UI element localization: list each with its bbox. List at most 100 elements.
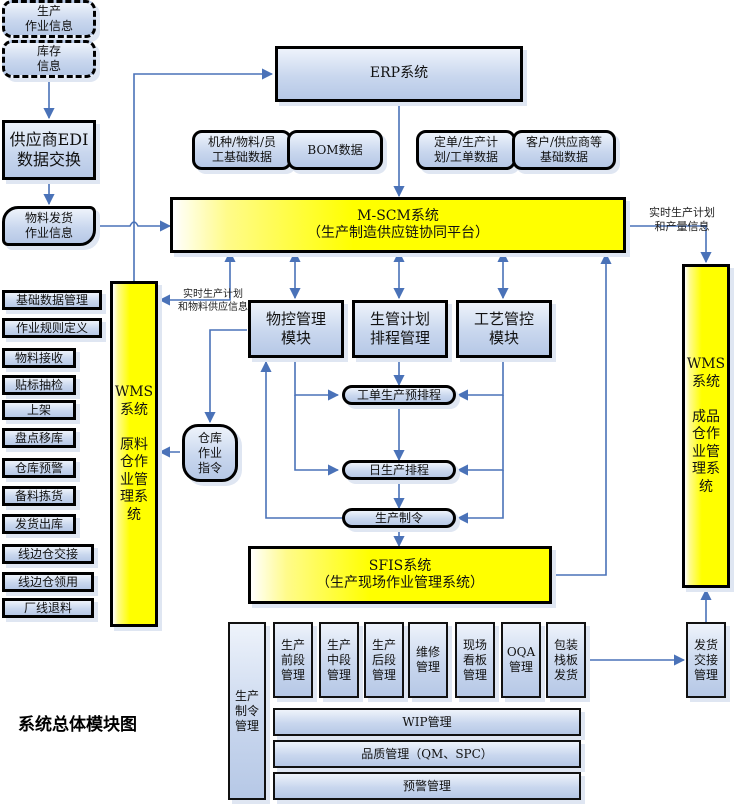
sfis-module-kanban: 现场 看板 管理: [455, 622, 495, 698]
sfis-module-label: 维修 管理: [415, 645, 440, 674]
sfis-name: SFIS系统: [368, 557, 432, 574]
erp-data-tape: 定单/生产计 划/工单数据: [416, 130, 516, 170]
sfis-module-label: 现场 看板 管理: [462, 637, 487, 682]
arrow-sfis-to-mscm: [552, 252, 612, 576]
erp-node: ERP系统: [275, 46, 523, 102]
shipping-handover-label: 发货 交接 管理: [693, 637, 718, 682]
right-note: 实时生产计划 和产量信息: [649, 206, 715, 234]
wms-raw-material-node: WMS 系统 原料 仓作 业管 理系 统: [110, 281, 158, 627]
wms-function-item: 上架: [2, 400, 76, 420]
erp-data-tape-label: BOM数据: [307, 142, 363, 157]
diagram-title: 系统总体模块图: [18, 715, 137, 735]
alert-management-row: 预警管理: [273, 772, 581, 800]
wms-function-item: 线边仓领用: [2, 572, 94, 592]
wms-finished-goods-node: WMS 系统 成品 仓作 业管 理系 统: [682, 264, 730, 588]
wms-function-label: 备料拣货: [14, 488, 63, 503]
left-note: 实时生产计划 和物料供应信息: [178, 289, 248, 313]
wms-function-label: 上架: [26, 402, 51, 417]
step-label: 工单生产预排程: [356, 387, 441, 402]
wms-function-label: 贴标抽检: [14, 377, 63, 392]
erp-data-tape-label: 定单/生产计 划/工单数据: [433, 135, 499, 164]
material-delivery-label: 物料发货 作业信息: [24, 211, 73, 240]
wms-function-label: 物料接收: [14, 350, 63, 365]
production-order-step: 生产制令: [342, 508, 456, 528]
wip-management-row: WIP管理: [273, 708, 581, 736]
erp-data-tape: 机种/物料/员 工基础数据: [192, 130, 292, 170]
arrow-craft-to-preschedule: [456, 358, 504, 401]
arrow-craft-to-daily: [456, 395, 504, 476]
mscm-name: M-SCM系统: [357, 207, 439, 224]
erp-data-tape-label: 机种/物料/员 工基础数据: [207, 135, 277, 164]
arrow-wuk-to-instruction: [204, 329, 247, 424]
arrow-wuk-to-daily: [294, 395, 340, 476]
sfis-module-mid-stage: 生产 中段 管理: [319, 622, 359, 698]
sfis-module-front-stage: 生产 前段 管理: [273, 622, 313, 698]
wms-function-label: 盘点移库: [14, 430, 63, 445]
wms-finished-label: WMS 系统 成品 仓作 业管 理系 统: [686, 356, 726, 495]
arrow-craft-to-order: [456, 470, 504, 524]
sfis-module-repair: 维修 管理: [408, 622, 448, 698]
wms-function-item: 基础数据管理: [2, 290, 102, 310]
sfis-module-label: 包装 栈板 发货: [553, 637, 578, 682]
row-label: 预警管理: [402, 778, 451, 793]
sfis-module-label: OQA 管理: [506, 645, 536, 674]
wms-function-item: 贴标抽检: [2, 375, 76, 395]
sfis-module-label: 生产 中段 管理: [326, 637, 351, 682]
production-planning-module: 生管计划 排程管理: [352, 300, 448, 358]
wms-raw-label: WMS 系统 原料 仓作 业管 理系 统: [114, 384, 154, 523]
arrow-order-to-wuk: [260, 360, 342, 519]
wms-function-label: 线边仓交接: [17, 546, 78, 561]
shipping-handover-module: 发货 交接 管理: [686, 622, 726, 698]
step-label: 生产制令: [374, 510, 423, 525]
wms-function-label: 作业规则定义: [15, 320, 88, 335]
warehouse-instruction-node: 仓库 作业 指令: [182, 424, 238, 482]
sfis-module-label: 生产 后段 管理: [371, 637, 396, 682]
order-management-module: 生产 制令 管理: [228, 622, 266, 800]
module-label: 物控管理 模块: [265, 310, 326, 347]
wms-function-label: 基础数据管理: [15, 292, 88, 307]
wms-function-item: 线边仓交接: [2, 544, 94, 564]
arrow-delivery-to-mscm: [96, 220, 172, 232]
wms-function-item: 盘点移库: [2, 428, 76, 448]
production-info-node: 生产 作业信息: [2, 0, 96, 38]
production-info-label: 生产 作业信息: [24, 4, 73, 33]
supplier-edi-label: 供应商EDI 数据交换: [9, 130, 89, 169]
wms-function-label: 发货出库: [14, 516, 63, 531]
sfis-module-oqa: OQA 管理: [501, 622, 541, 698]
arrow-wuk-to-preschedule: [294, 358, 340, 401]
wms-function-item: 作业规则定义: [2, 318, 102, 338]
row-label: 品质管理（QM、SPC）: [361, 746, 493, 761]
order-management-label: 生产 制令 管理: [234, 688, 259, 733]
wms-function-item: 厂线退料: [2, 598, 94, 618]
wms-function-item: 物料接收: [2, 348, 76, 368]
step-label: 日生产排程: [368, 462, 429, 477]
sfis-node: SFIS系统 （生产现场作业管理系统）: [248, 546, 552, 604]
mscm-subtitle: （生产制造供应链协同平台）: [307, 225, 489, 241]
sfis-subtitle: （生产现场作业管理系统）: [316, 575, 484, 591]
inventory-info-label: 库存 信息: [36, 44, 61, 73]
supplier-edi-node: 供应商EDI 数据交换: [2, 120, 96, 180]
row-label: WIP管理: [402, 714, 452, 729]
sfis-module-label: 生产 前段 管理: [280, 637, 305, 682]
wms-function-item: 仓库预警: [2, 458, 76, 478]
sfis-module-packaging: 包装 栈板 发货: [546, 622, 586, 698]
warehouse-instruction-label: 仓库 作业 指令: [197, 430, 222, 475]
wms-function-item: 备料拣货: [2, 486, 76, 506]
sfis-module-back-stage: 生产 后段 管理: [364, 622, 404, 698]
material-delivery-node: 物料发货 作业信息: [2, 206, 96, 246]
erp-data-tape: 客户/供应商等 基础数据: [512, 130, 616, 170]
module-label: 生管计划 排程管理: [369, 310, 430, 347]
erp-data-tape: BOM数据: [287, 130, 383, 170]
wms-function-label: 线边仓领用: [17, 574, 78, 589]
process-control-module: 工艺管控 模块: [456, 300, 552, 358]
inventory-info-node: 库存 信息: [2, 40, 96, 78]
wms-function-label: 仓库预警: [14, 460, 63, 475]
wms-function-item: 发货出库: [2, 514, 76, 534]
quality-management-row: 品质管理（QM、SPC）: [273, 740, 581, 768]
mscm-node: M-SCM系统 （生产制造供应链协同平台）: [170, 197, 626, 253]
material-control-module: 物控管理 模块: [248, 300, 344, 358]
module-label: 工艺管控 模块: [473, 310, 534, 347]
erp-data-tape-label: 客户/供应商等 基础数据: [525, 135, 603, 164]
wms-function-label: 厂线退料: [23, 600, 72, 615]
preschedule-step: 工单生产预排程: [342, 385, 456, 405]
